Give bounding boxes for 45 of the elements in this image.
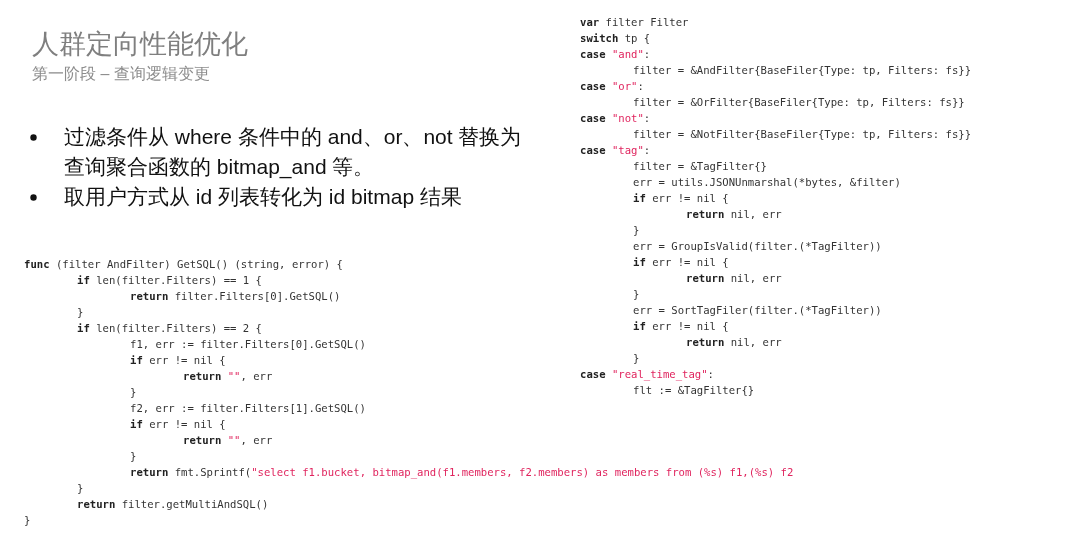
code-line: case "tag":	[580, 143, 651, 158]
code-line: case "not":	[580, 111, 651, 126]
code-line: filter = &AndFilter{BaseFiler{Type: tp, Filters: fs}}	[633, 63, 972, 78]
code-line: if err != nil {	[633, 319, 729, 334]
code-line: filter = &TagFilter{}	[633, 159, 767, 174]
code-line: }	[633, 287, 640, 302]
code-line: err = SortTagFiler(filter.(*TagFilter))	[633, 303, 882, 318]
code-line: }	[77, 305, 84, 320]
code-line: }	[130, 449, 137, 464]
code-line: if err != nil {	[633, 255, 729, 270]
code-line: return "", err	[183, 433, 273, 448]
code-line: err = utils.JSONUnmarshal(*bytes, &filter)	[633, 175, 901, 190]
slide-title: 人群定向性能优化	[32, 28, 248, 61]
code-line: case "and":	[580, 47, 651, 62]
code-line: }	[633, 351, 640, 366]
code-line: }	[633, 223, 640, 238]
code-line: case "real_time_tag":	[580, 367, 714, 382]
code-line: f2, err := filter.Filters[1].GetSQL()	[130, 401, 366, 416]
bullet-text: 取用户方式从 id 列表转化为 id bitmap 结果	[64, 184, 463, 210]
code-line: return nil, err	[686, 335, 782, 350]
bullet-text: 过滤条件从 where 条件中的 and、or、not 替换为查询聚合函数的 bitmap_and 等。	[64, 124, 523, 181]
code-line: case "or":	[580, 79, 644, 94]
code-line: }	[24, 513, 31, 528]
code-line: return fmt.Sprintf("select f1.bucket, bitmap_and(f1.members, f2.members) as members from (%s) f1,(%s) f2	[130, 465, 794, 480]
code-line: if len(filter.Filters) == 2 {	[77, 321, 262, 336]
code-line: return filter.getMultiAndSQL()	[77, 497, 269, 512]
code-line: switch tp {	[580, 31, 651, 46]
slide-subtitle: 第一阶段 – 查询逻辑变更	[32, 64, 210, 84]
code-line: if err != nil {	[130, 417, 226, 432]
code-line: if err != nil {	[633, 191, 729, 206]
code-line: flt := &TagFilter{}	[633, 383, 755, 398]
code-line: func (filter AndFilter) GetSQL() (string, error) {	[24, 257, 343, 272]
code-line: filter = &NotFilter{BaseFiler{Type: tp, Filters: fs}}	[633, 127, 972, 142]
code-line: return filter.Filters[0].GetSQL()	[130, 289, 341, 304]
code-line: }	[77, 481, 84, 496]
code-line: return nil, err	[686, 271, 782, 286]
code-line: var filter Filter	[580, 15, 689, 30]
code-line: if len(filter.Filters) == 1 {	[77, 273, 262, 288]
code-line: err = GroupIsValid(filter.(*TagFilter))	[633, 239, 882, 254]
code-line: f1, err := filter.Filters[0].GetSQL()	[130, 337, 366, 352]
code-line: filter = &OrFilter{BaseFiler{Type: tp, Filters: fs}}	[633, 95, 965, 110]
code-line: return nil, err	[686, 207, 782, 222]
code-line: return "", err	[183, 369, 273, 384]
code-line: }	[130, 385, 137, 400]
code-line: if err != nil {	[130, 353, 226, 368]
